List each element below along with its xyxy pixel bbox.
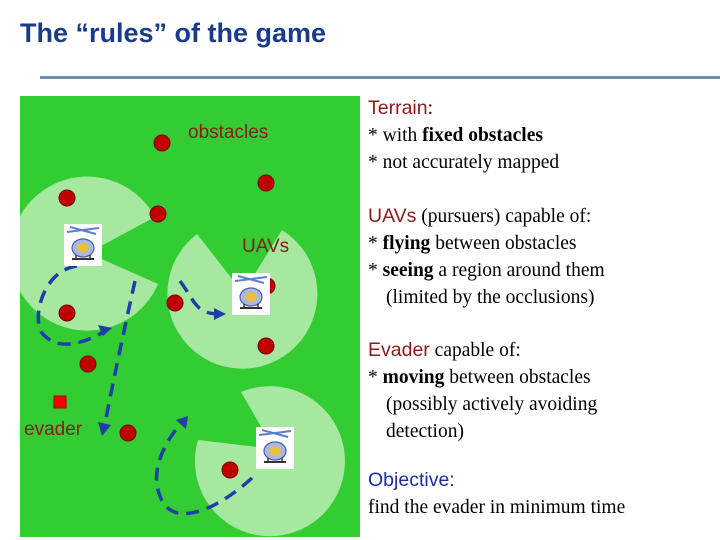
evader-moving: moving bbox=[383, 367, 445, 388]
uavs-line1-prefix: * bbox=[368, 233, 383, 254]
pursuit-evasion-diagram: obstacles UAVs evader bbox=[20, 96, 360, 537]
obstacle bbox=[154, 135, 170, 151]
uavs-line2-rest: a region around them bbox=[434, 260, 605, 281]
obstacle bbox=[258, 338, 274, 354]
evader-section: Evader capable of: * moving between obst… bbox=[368, 337, 713, 445]
evader-line3: detection) bbox=[368, 418, 713, 445]
evader-heading: Evader bbox=[368, 339, 430, 361]
evader-line2: (possibly actively avoiding bbox=[368, 391, 713, 418]
diagram-canvas bbox=[20, 96, 360, 537]
terrain-line2: * not accurately mapped bbox=[368, 149, 713, 176]
terrain-line1-prefix: * with bbox=[368, 125, 422, 146]
uavs-heading: UAVs bbox=[368, 205, 416, 227]
uavs-section: UAVs (pursuers) capable of: * flying bet… bbox=[368, 203, 713, 311]
terrain-heading: Terrain bbox=[368, 97, 428, 119]
terrain-section: Terrain: * with fixed obstacles * not ac… bbox=[368, 95, 713, 176]
uavs-label: UAVs bbox=[242, 236, 289, 258]
objective-heading: Objective: bbox=[368, 467, 713, 494]
uavs-heading-rest: (pursuers) capable of: bbox=[416, 206, 591, 227]
uavs-seeing: seeing bbox=[383, 260, 434, 281]
obstacles-label: obstacles bbox=[188, 122, 268, 144]
uavs-line1-rest: between obstacles bbox=[430, 233, 576, 254]
evader-label: evader bbox=[24, 419, 82, 441]
obstacle bbox=[150, 206, 166, 222]
terrain-colon: : bbox=[428, 98, 433, 119]
objective-text: find the evader in minimum time bbox=[368, 494, 713, 521]
title-divider bbox=[40, 76, 720, 79]
uav-helicopter-icon bbox=[256, 427, 294, 469]
evader-line1-rest: between obstacles bbox=[444, 367, 590, 388]
obstacle bbox=[258, 175, 274, 191]
evader-marker bbox=[54, 396, 66, 408]
obstacle bbox=[80, 356, 96, 372]
obstacle bbox=[59, 190, 75, 206]
uavs-flying: flying bbox=[383, 233, 431, 254]
objective-section: Objective: find the evader in minimum ti… bbox=[368, 467, 713, 521]
obstacle bbox=[59, 305, 75, 321]
obstacle bbox=[167, 295, 183, 311]
evader-heading-rest: capable of: bbox=[430, 340, 521, 361]
evader-line1-prefix: * bbox=[368, 367, 383, 388]
terrain-fixed-obstacles: fixed obstacles bbox=[422, 125, 543, 146]
slide-title: The “rules” of the game bbox=[20, 18, 326, 49]
obstacle bbox=[222, 462, 238, 478]
uavs-line2-prefix: * bbox=[368, 260, 383, 281]
uav-helicopter-icon bbox=[64, 224, 102, 266]
obstacle bbox=[120, 425, 136, 441]
uavs-line3: (limited by the occlusions) bbox=[368, 284, 713, 311]
uav-helicopter-icon bbox=[232, 273, 270, 315]
